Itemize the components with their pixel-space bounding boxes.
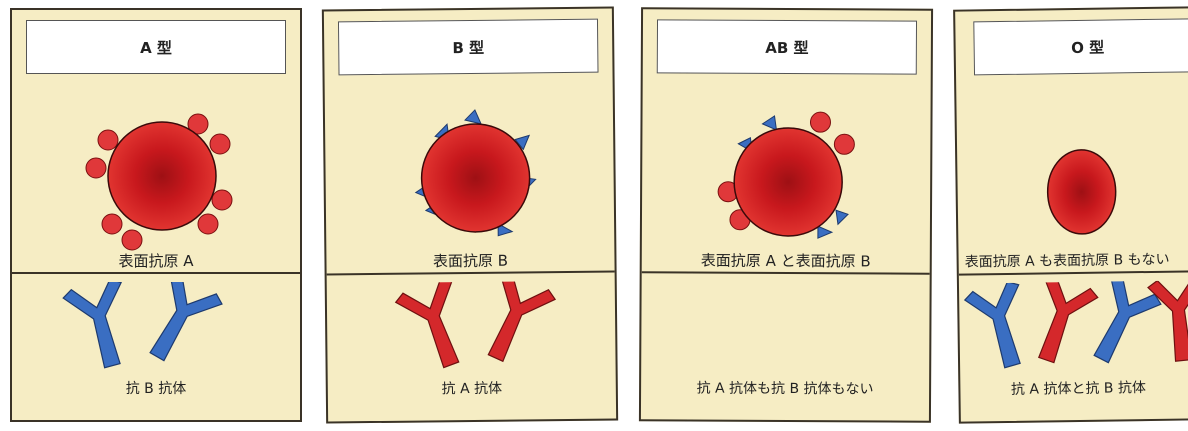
red-blood-cell-o-illustration — [956, 78, 1188, 262]
anti-a-antibody-icon — [1020, 280, 1100, 370]
panel-title: A 型 — [26, 20, 286, 74]
antibody-label: 抗 B 抗体 — [12, 378, 300, 398]
red-blood-cell — [1047, 149, 1116, 234]
anti-a-antibody-icon — [394, 280, 480, 375]
antibody-illustration — [12, 282, 302, 377]
blood-type-o-panel: O 型 表面抗原 A も表面抗原 B もない 抗 A 抗体と抗 B 抗体 — [953, 6, 1188, 423]
blood-type-ab-panel: AB 型 表面抗原 A と表面抗原 B 抗 A 抗体も抗 B 抗体もない — [639, 7, 933, 423]
blood-type-b-panel: B 型 表面抗原 B 抗 A 抗体 — [322, 6, 618, 423]
red-blood-cell — [734, 128, 843, 237]
panel-title: O 型 — [973, 18, 1188, 75]
red-blood-cell-ab-illustration — [642, 79, 933, 261]
panel-title: AB 型 — [657, 19, 917, 74]
antibody-label: 抗 A 抗体も抗 B 抗体もない — [641, 377, 929, 399]
anti-a-antibody-icon — [468, 280, 557, 370]
red-blood-cell — [108, 122, 216, 230]
red-blood-cell — [421, 123, 530, 232]
antigen-label: 表面抗原 A と表面抗原 B — [642, 249, 930, 272]
antibody-label: 抗 A 抗体と抗 B 抗体 — [960, 376, 1188, 399]
divider — [12, 272, 300, 274]
anti-b-antibody-icon — [131, 282, 225, 372]
antibody-illustration — [959, 280, 1188, 379]
red-blood-cell-b-illustration — [325, 78, 619, 261]
anti-b-antibody-icon — [963, 280, 1039, 374]
anti-b-antibody-icon — [62, 282, 142, 373]
blood-type-a-panel: A 型 表面抗原 A 抗 B 抗体 — [10, 8, 302, 422]
divider — [642, 271, 930, 275]
antibody-illustration — [327, 280, 618, 378]
antigen-label: 表面抗原 A — [12, 250, 300, 271]
panel-title: B 型 — [338, 19, 599, 76]
anti-a-antibody-icon — [1147, 280, 1188, 364]
antibody-label: 抗 A 抗体 — [328, 376, 616, 399]
red-blood-cell-a-illustration — [12, 80, 302, 260]
antigen-label: 表面抗原 B — [326, 248, 614, 272]
antigen-label: 表面抗原 A も表面抗原 B もない — [964, 248, 1188, 271]
